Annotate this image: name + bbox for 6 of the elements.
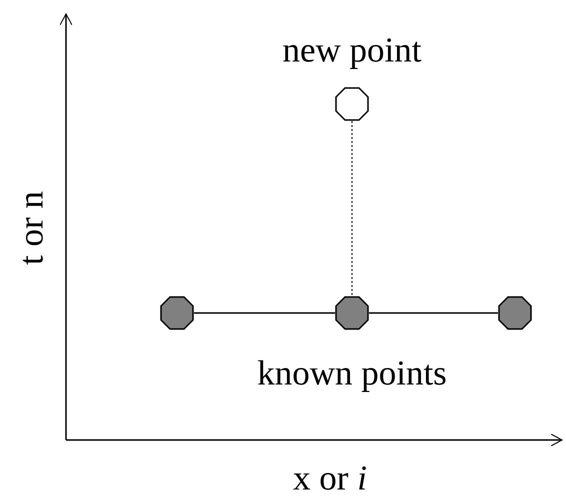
annotation-text: known points — [257, 356, 447, 390]
axis-title: t or n — [14, 191, 48, 265]
connector-line — [194, 312, 335, 314]
connector-line — [369, 312, 498, 314]
annotation-text: new point — [282, 32, 422, 68]
annotation-text: x or i — [293, 460, 367, 496]
